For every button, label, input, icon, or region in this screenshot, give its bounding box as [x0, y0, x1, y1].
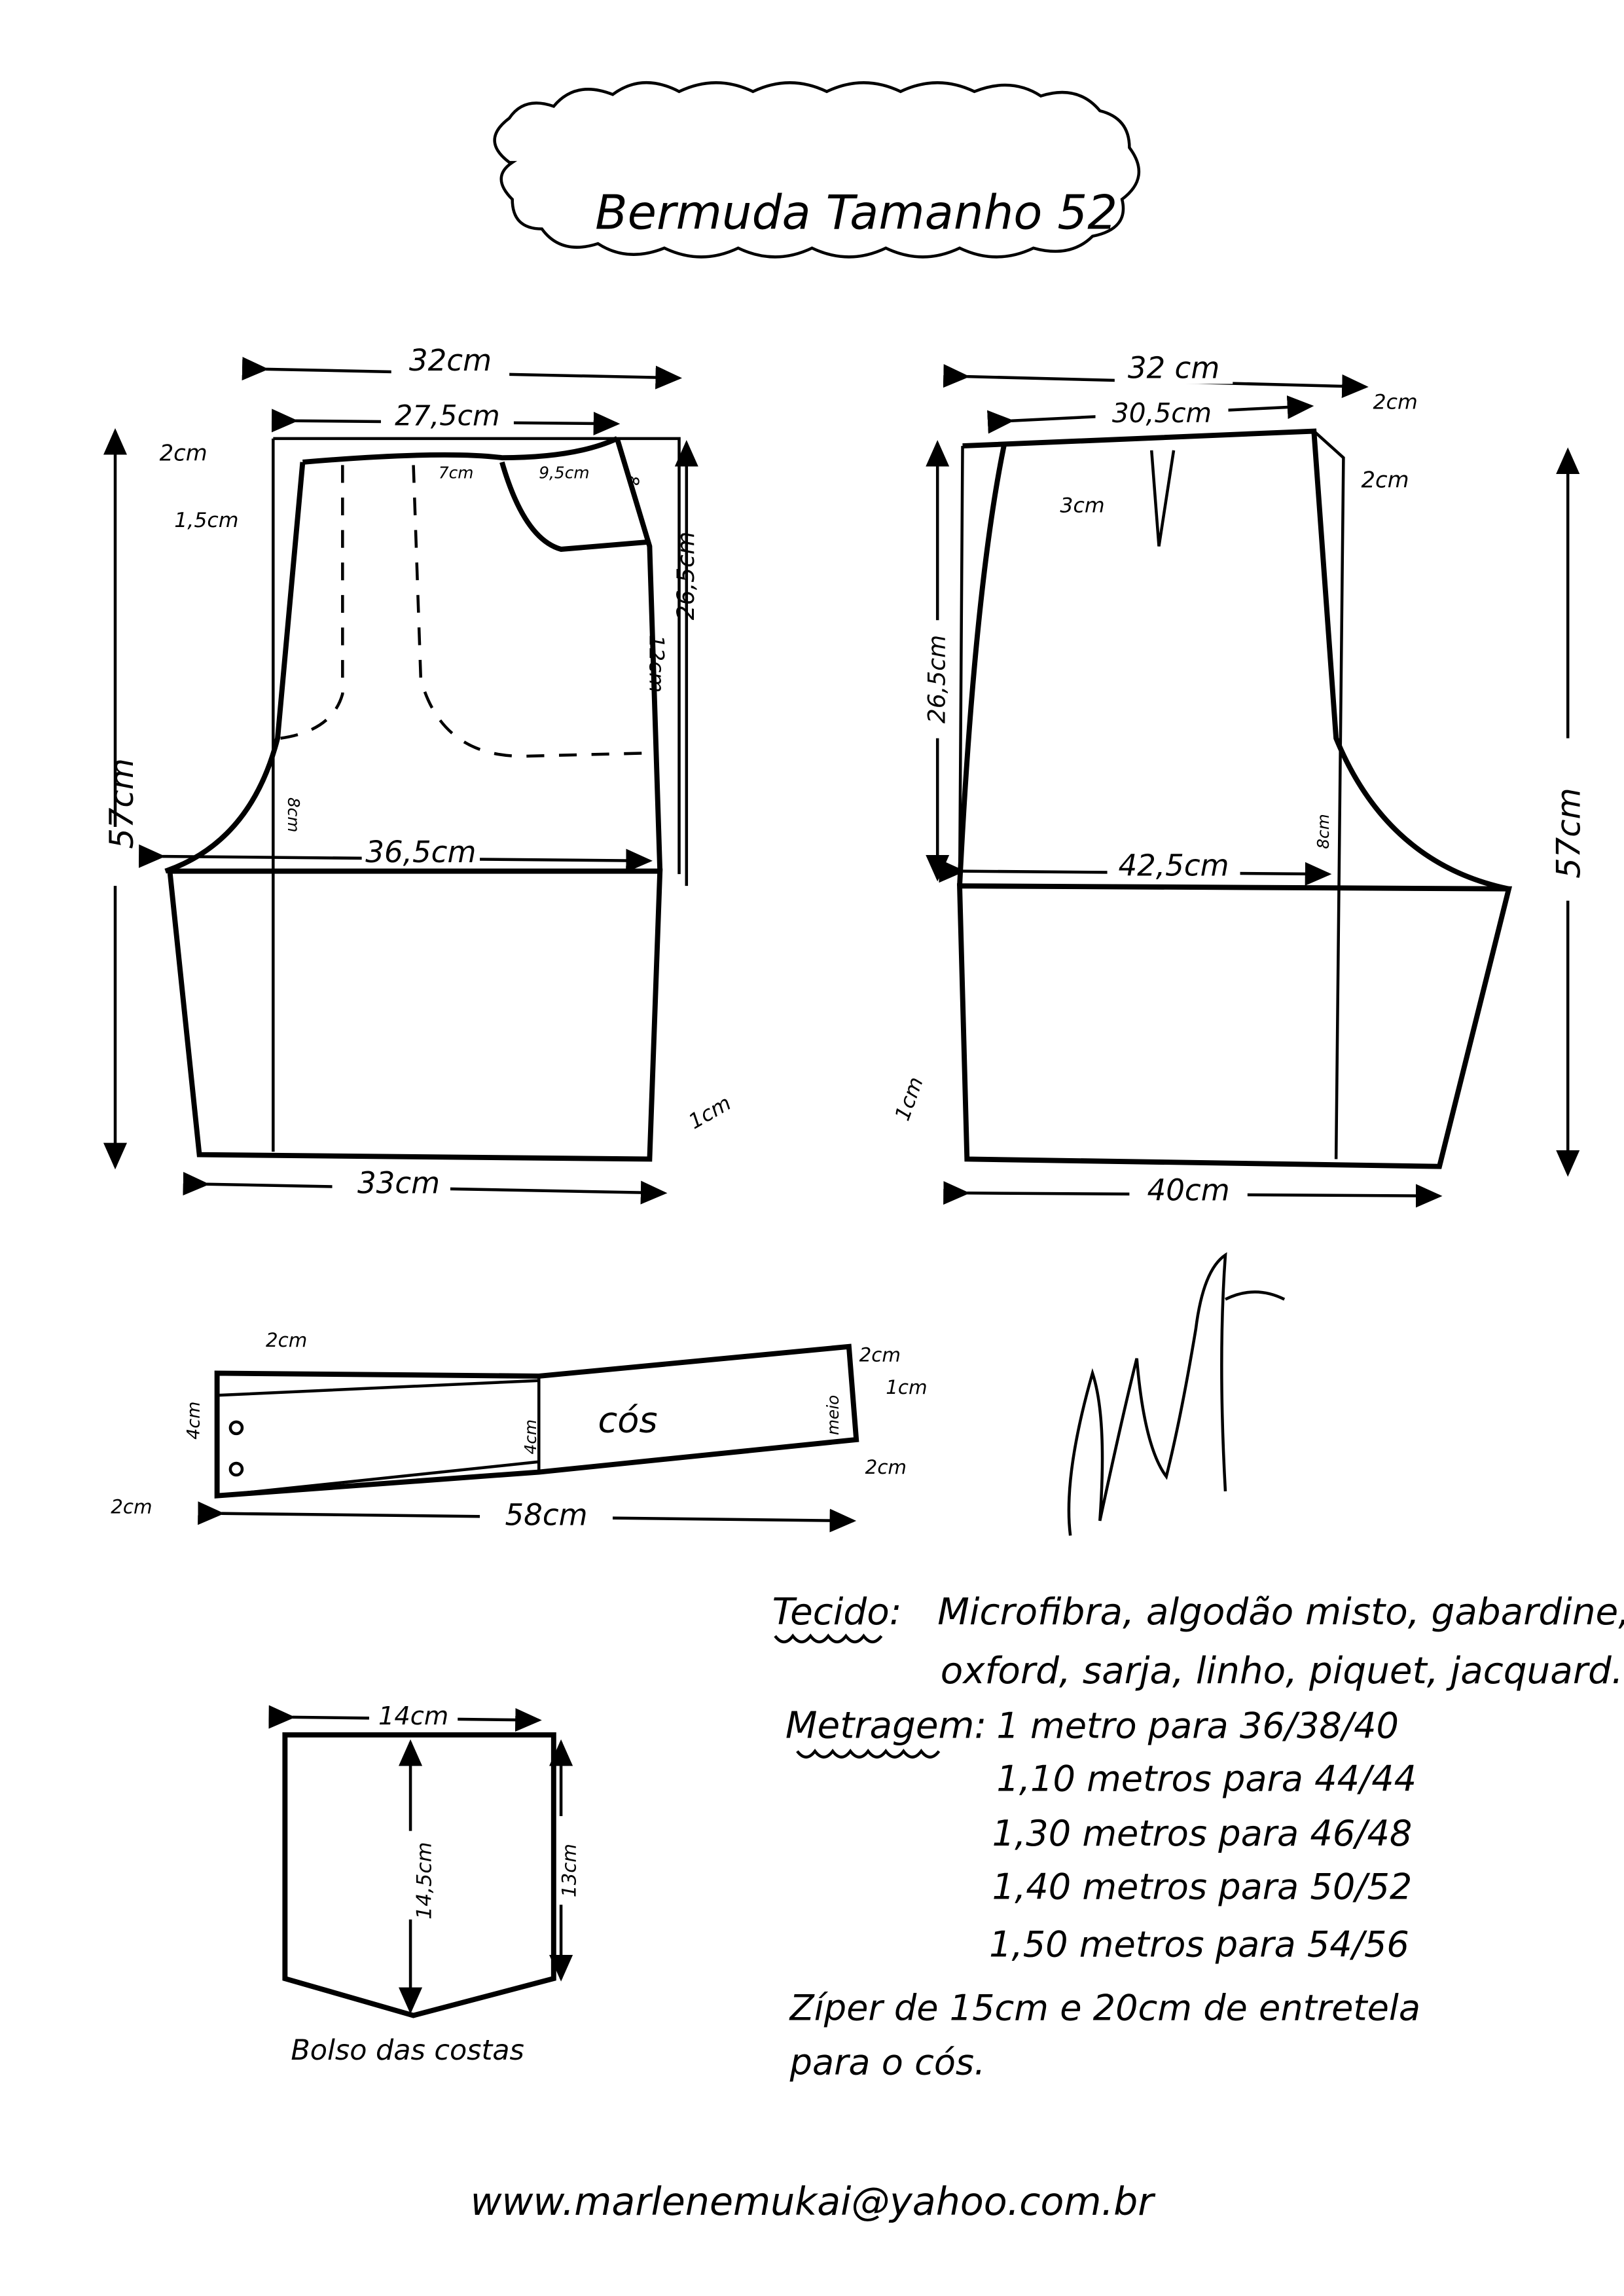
back-crotch-width-label: 42,5cm	[1118, 848, 1229, 883]
front-hem-offset-label: 1cm	[685, 1091, 735, 1134]
front-waist-width-label: 27,5cm	[395, 400, 500, 433]
front-hip-height-label: 26,5cm	[672, 532, 700, 620]
front-piece: 32cm 27,5cm 2cm 1,5cm 7cm 9,5cm 8 12cm 2…	[103, 343, 735, 1205]
front-side-offset-label: 1,5cm	[174, 509, 238, 532]
signature	[1067, 1252, 1286, 1536]
front-pocket-depth-label: 8	[624, 475, 643, 486]
notes-zipper-line1-label: Zíper de 15cm e 20cm de entretela	[789, 1987, 1420, 2028]
notes-fabric-line2-label: oxford, sarja, linho, piquet, jacquard.	[941, 1650, 1623, 1692]
front-waist-drop-label: 2cm	[160, 441, 208, 466]
notes-zipper-line2-label: para o cós.	[789, 2042, 986, 2083]
front-crotch-depth-label: 8cm	[284, 797, 303, 833]
waistband-bottom-right-label: 2cm	[865, 1456, 907, 1478]
back-pocket-label-label: Bolso das costas	[291, 2034, 524, 2067]
back-waist-width-label: 30,5cm	[1112, 397, 1212, 429]
waistband-right-offset-label: 1cm	[886, 1376, 927, 1398]
yardage-label: Metragem:	[785, 1704, 987, 1747]
waistband-middle-label-label: meio	[823, 1395, 842, 1435]
waistband-mid-height-label: 4cm	[521, 1419, 540, 1455]
back-hip-height-label: 26,5cm	[923, 635, 950, 723]
waistband-bottom-left-label: 2cm	[111, 1496, 152, 1518]
front-pocket-side-label: 12cm	[644, 635, 668, 693]
waistband-height-label: 4cm	[184, 1401, 204, 1439]
back-pocket-piece: 14cm 14,5cm 13cm Bolso das costas	[268, 1698, 581, 2067]
front-total-length-label: 57cm	[103, 758, 141, 849]
back-waist-rise-label: 2cm	[1373, 391, 1418, 414]
notes-fabric-line1-label: Microfibra, algodão misto, gabardine,	[937, 1591, 1624, 1633]
back-dart-label: 3cm	[1060, 494, 1104, 518]
front-pleat-gap-label: 7cm	[439, 464, 474, 483]
fabric-label: Tecido:	[772, 1591, 902, 1633]
yardage-item: 1,50 metros para 54/56	[989, 1923, 1409, 1965]
back-pocket-center-height-label: 14,5cm	[413, 1842, 437, 1920]
title-cloud: Bermuda Tamanho 52	[493, 81, 1141, 259]
waistband-top-right-label: 2cm	[859, 1343, 901, 1366]
back-top-width-label: 32 cm	[1128, 350, 1219, 385]
front-crotch-width-label: 36,5cm	[365, 835, 476, 869]
back-total-length-label: 57cm	[1549, 788, 1587, 879]
yardage-item: 1,40 metros para 50/52	[992, 1866, 1413, 1907]
back-hem-width-label: 40cm	[1147, 1173, 1230, 1208]
front-top-width-label: 32cm	[409, 343, 492, 378]
waistband-top-left-label: 2cm	[266, 1329, 307, 1351]
waistband-piece: cós 2cm 4cm 4cm 2cm 2cm meio 1cm 2cm 58c…	[111, 1329, 927, 1533]
page-title: Bermuda Tamanho 52	[595, 186, 1117, 241]
waistband-label-label: cós	[598, 1400, 657, 1441]
back-side-offset-label: 2cm	[1361, 467, 1409, 492]
front-pocket-opening-label: 9,5cm	[539, 464, 589, 483]
footer-email: www.marlenemukai@yahoo.com.br	[471, 2179, 1157, 2224]
back-pocket-width-label: 14cm	[378, 1702, 448, 1731]
back-piece: 32 cm 30,5cm 2cm 2cm 3cm 26,5cm 8cm 42,5…	[891, 350, 1587, 1208]
yardage-item: 1,30 metros para 46/48	[992, 1813, 1413, 1854]
yardage-item: 1 metro para 36/38/40	[996, 1705, 1399, 1746]
back-hem-offset-label: 1cm	[891, 1074, 928, 1123]
waistband-length-label: 58cm	[505, 1498, 587, 1533]
front-hem-width-label: 33cm	[357, 1165, 440, 1200]
yardage-item: 1,10 metros para 44/44	[996, 1758, 1416, 1800]
back-crotch-depth-label: 8cm	[1314, 814, 1333, 849]
back-pocket-side-height-label: 13cm	[558, 1844, 581, 1897]
fabric-notes: Tecido: Microfibra, algodão misto, gabar…	[772, 1591, 1624, 2083]
